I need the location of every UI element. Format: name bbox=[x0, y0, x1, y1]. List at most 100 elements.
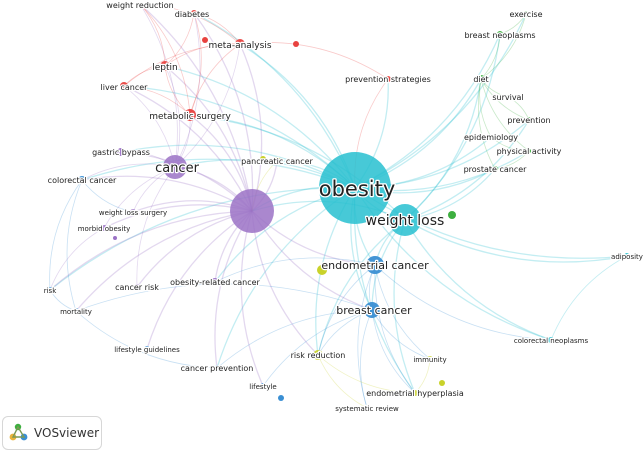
network-link bbox=[480, 78, 530, 121]
label-weight-loss-surgery: weight loss surgery bbox=[99, 209, 167, 217]
node-epidemiology[interactable] bbox=[489, 135, 493, 139]
network-link bbox=[317, 354, 368, 409]
node-adiposity[interactable] bbox=[624, 253, 630, 259]
network-link bbox=[360, 309, 373, 409]
label-weight-reduction: weight reduction bbox=[106, 1, 173, 10]
label-pancreatic-cancer: pancreatic cancer bbox=[241, 157, 313, 166]
network-link bbox=[262, 309, 373, 387]
label-obesity-related-cancer: obesity-related cancer bbox=[170, 278, 260, 287]
node-breast-cancer[interactable] bbox=[364, 302, 380, 318]
network-link bbox=[164, 12, 195, 67]
network-link bbox=[81, 158, 356, 189]
node-obesity-related-cancer[interactable] bbox=[211, 278, 219, 286]
label-endometrial-hyperplasia: endometrial hyperplasia bbox=[366, 389, 464, 398]
vosviewer-logo-icon bbox=[9, 423, 28, 441]
node-gastric-bypass[interactable] bbox=[117, 148, 125, 156]
network-link bbox=[49, 227, 105, 291]
node-prevention-strategies[interactable] bbox=[385, 76, 391, 82]
network-link bbox=[123, 85, 191, 116]
label-liver-cancer: liver cancer bbox=[101, 83, 149, 92]
network-link bbox=[393, 219, 416, 394]
vosviewer-logo-text: VOSviewer bbox=[34, 426, 100, 440]
node-cancer-risk[interactable] bbox=[134, 284, 140, 290]
node-colorectal-cancer[interactable] bbox=[78, 176, 86, 184]
label-lifestyle: lifestyle bbox=[249, 383, 276, 391]
node-liver-cancer[interactable] bbox=[120, 82, 128, 90]
network-link bbox=[75, 210, 253, 312]
network-link bbox=[189, 43, 241, 116]
network-node-dot[interactable] bbox=[439, 380, 445, 386]
label-obesity: obesity bbox=[319, 177, 396, 201]
node-endometrial-cancer[interactable] bbox=[366, 256, 384, 274]
network-link bbox=[404, 219, 628, 263]
node-breast-neoplasms[interactable] bbox=[497, 31, 503, 37]
label-diabetes: diabetes bbox=[175, 10, 209, 19]
node-lifestyle-guidelines[interactable] bbox=[144, 346, 150, 352]
node-meta-analysis[interactable] bbox=[235, 39, 245, 49]
label-gastric-bypass: gastric bypass bbox=[92, 148, 150, 157]
label-risk: risk bbox=[44, 287, 57, 295]
node-metabolic-surgery[interactable] bbox=[184, 109, 196, 121]
label-breast-cancer: breast cancer bbox=[336, 304, 412, 317]
node-cancer-prevention[interactable] bbox=[214, 365, 220, 371]
network-link bbox=[139, 3, 253, 212]
network-link bbox=[317, 264, 376, 356]
vosviewer-logo: VOSviewer bbox=[2, 416, 102, 450]
network-link bbox=[123, 85, 253, 212]
network-link bbox=[216, 309, 373, 369]
network-link bbox=[139, 3, 191, 116]
node-systematic-review[interactable] bbox=[364, 405, 370, 411]
network-link bbox=[480, 78, 530, 152]
label-leptin: leptin bbox=[152, 63, 177, 73]
label-epidemiology: epidemiology bbox=[464, 133, 518, 142]
node-pancreatic-cancer[interactable] bbox=[273, 157, 281, 165]
node-risk[interactable] bbox=[47, 287, 53, 293]
network-node-dot[interactable] bbox=[293, 41, 299, 47]
node-leptin[interactable] bbox=[160, 61, 170, 71]
node-unlabeled-hub[interactable] bbox=[230, 189, 274, 233]
node-prevention[interactable] bbox=[526, 117, 532, 123]
node-diabetes[interactable] bbox=[191, 10, 197, 16]
network-link bbox=[371, 309, 416, 394]
node-immunity[interactable] bbox=[427, 356, 433, 362]
node-colorectal-neoplasms[interactable] bbox=[548, 337, 554, 343]
network-node-dot[interactable] bbox=[260, 156, 266, 162]
node-exercise[interactable] bbox=[523, 11, 529, 17]
node-lifestyle[interactable] bbox=[260, 383, 266, 389]
network-link bbox=[136, 166, 176, 288]
label-colorectal-neoplasms: colorectal neoplasms bbox=[514, 337, 589, 345]
network-link bbox=[550, 255, 628, 341]
label-survival: survival bbox=[492, 93, 523, 102]
node-obesity[interactable] bbox=[319, 152, 391, 224]
node-survival[interactable] bbox=[506, 95, 510, 99]
network-link bbox=[189, 12, 202, 116]
node-prostate-cancer[interactable] bbox=[492, 166, 498, 172]
node-risk-reduction[interactable] bbox=[313, 350, 323, 360]
node-diet[interactable] bbox=[477, 75, 485, 83]
node-weight-loss[interactable] bbox=[389, 204, 421, 236]
network-link bbox=[214, 257, 376, 283]
network-node-dot[interactable] bbox=[202, 37, 208, 43]
label-mortality: mortality bbox=[60, 308, 92, 316]
network-link bbox=[479, 78, 492, 138]
network-link bbox=[75, 310, 218, 369]
node-cancer[interactable] bbox=[163, 155, 187, 179]
label-prostate-cancer: prostate cancer bbox=[464, 165, 528, 174]
network-node-dot[interactable] bbox=[278, 395, 284, 401]
network-link bbox=[123, 43, 241, 87]
node-weight-loss-surgery[interactable] bbox=[130, 209, 136, 215]
network-node-dot[interactable] bbox=[448, 211, 456, 219]
network-link bbox=[75, 283, 373, 312]
node-physical-activity[interactable] bbox=[527, 149, 531, 153]
network-node-dot[interactable] bbox=[113, 236, 117, 240]
node-endometrial-hyperplasia[interactable] bbox=[412, 390, 418, 396]
network-nodes bbox=[47, 10, 630, 411]
label-cancer: cancer bbox=[155, 161, 199, 176]
network-link bbox=[81, 179, 134, 213]
node-mortality[interactable] bbox=[73, 308, 79, 314]
node-morbid-obesity[interactable] bbox=[101, 225, 107, 231]
network-node-dot[interactable] bbox=[317, 265, 327, 275]
